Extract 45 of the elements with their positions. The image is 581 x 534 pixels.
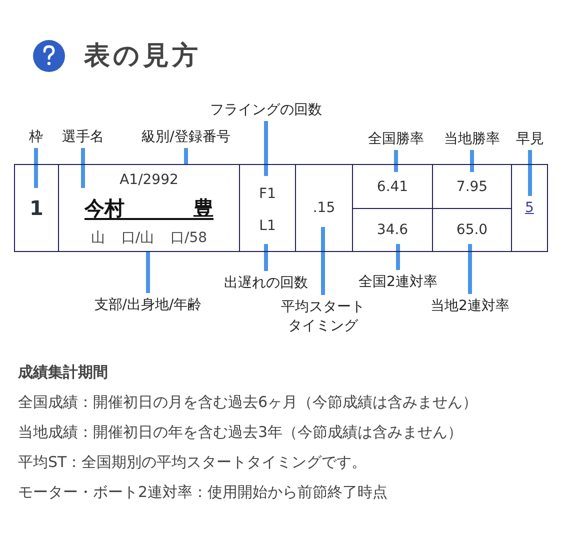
leader-line — [34, 148, 38, 188]
table-cell — [511, 164, 548, 252]
leader-line — [81, 148, 85, 188]
leader-line — [468, 244, 472, 294]
racer-name: 今村 豊 — [84, 196, 214, 220]
table-cell — [58, 164, 240, 252]
callout-label: フライングの回数 — [201, 101, 331, 120]
table-cell — [14, 164, 59, 252]
class-number: A1/2992 — [120, 172, 178, 188]
callout-label: 支部/出身地/年齢 — [78, 296, 218, 315]
note-text: 当地成績：開催初日の年を含む過去3年（今節成績は含みません） — [18, 422, 463, 442]
note-text: 平均ST：全国期別の平均スタートタイミングです。 — [18, 452, 367, 472]
branch-origin-age: 山 口/山 口/58 — [90, 230, 208, 246]
leader-line — [264, 121, 268, 176]
cell-text: .15 — [312, 200, 336, 216]
leader-line — [146, 251, 150, 293]
leader-line — [394, 150, 398, 172]
note-text: 全国成績：開催初日の月を含む過去6ヶ月（今節成績は含みません） — [18, 392, 478, 412]
leader-line — [528, 150, 532, 196]
cell-text: 6.41 — [376, 179, 408, 195]
callout-label: 平均スタートタイミング — [279, 298, 367, 336]
callout-label: 選手名 — [53, 128, 113, 147]
cell-text: 65.0 — [456, 222, 488, 238]
table-cell — [239, 164, 296, 252]
callout-label: 枠 — [21, 128, 51, 147]
callout-label: 出遅れの回数 — [211, 274, 321, 293]
cell-text: F1 — [259, 186, 276, 202]
callout-label: 全国2連対率 — [348, 273, 448, 292]
leader-line — [470, 150, 474, 172]
leader-line — [264, 244, 268, 271]
callout-label: 級別/登録番号 — [131, 128, 241, 147]
leader-line — [321, 227, 325, 295]
callout-label: 早見 — [510, 130, 550, 149]
heading: 成績集計期間 — [18, 362, 108, 382]
cell-text: 34.6 — [376, 222, 408, 238]
leader-line — [396, 244, 400, 270]
cell-text: L1 — [259, 218, 276, 234]
frame-number: 1 — [30, 196, 44, 220]
leader-line — [184, 148, 188, 164]
link: 5 — [525, 200, 534, 216]
note-text: モーター・ボート2連対率：使用開始から前節終了時点 — [18, 482, 388, 502]
callout-label: 当地2連対率 — [420, 297, 520, 316]
table-cell — [295, 164, 353, 252]
cell-text: 7.95 — [456, 179, 488, 195]
title: 表の見方 — [84, 40, 201, 72]
